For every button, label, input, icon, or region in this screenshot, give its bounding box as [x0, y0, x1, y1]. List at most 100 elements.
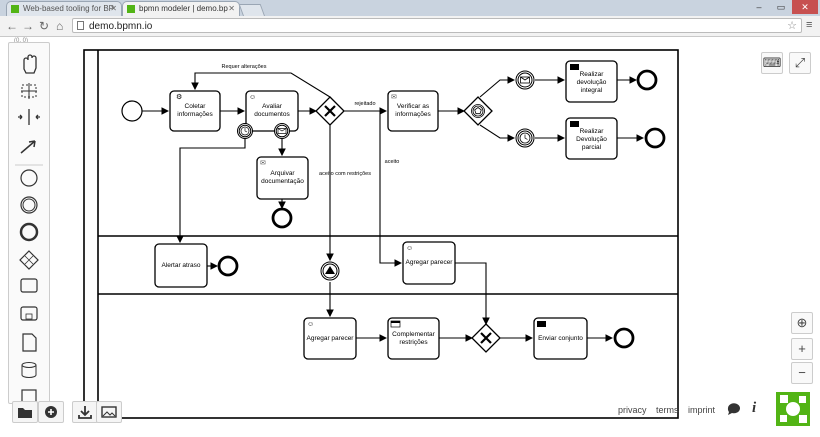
export-image-button[interactable]	[96, 401, 122, 423]
browser-tab-1-title: Web-based tooling for BP	[23, 4, 115, 13]
folder-icon	[18, 408, 32, 418]
task-avaliar-documentos[interactable]: ☺	[245, 90, 299, 132]
keyboard-icon[interactable]: ⌨	[761, 52, 783, 74]
gateway-icon[interactable]	[19, 250, 39, 270]
data-object-icon[interactable]	[22, 333, 37, 352]
lasso-tool-icon[interactable]	[21, 83, 37, 99]
info-icon[interactable]: i	[752, 400, 757, 416]
pentagon-icon	[474, 107, 482, 115]
data-store-icon[interactable]	[21, 362, 37, 378]
task-label: Realizar Devolução parcial	[576, 128, 607, 151]
imprint-link[interactable]: imprint	[688, 405, 716, 415]
send-message-icon	[570, 64, 579, 70]
browser-tab-1[interactable]: Web-based tooling for BP ✕	[6, 1, 122, 16]
close-icon[interactable]: ✕	[228, 4, 235, 13]
start-event-icon[interactable]	[20, 169, 38, 187]
x-icon	[324, 105, 336, 117]
task-agregar-parecer-lane3[interactable]: ☺	[303, 317, 357, 360]
crosshair-icon[interactable]: ⊕	[791, 312, 813, 334]
minimize-icon[interactable]: –	[756, 2, 762, 12]
task-label: Arquivar documentação	[261, 170, 304, 185]
intermediate-event-icon[interactable]	[20, 196, 38, 214]
end-event-icon[interactable]	[19, 222, 39, 242]
palette-tools	[15, 54, 43, 403]
global-connect-icon[interactable]	[20, 140, 36, 154]
task-complementar-restricoes[interactable]	[387, 317, 440, 360]
flow-label-aceito: aceito	[385, 159, 400, 165]
flow-requer-alteracoes[interactable]	[191, 72, 331, 98]
event-based-gateway[interactable]	[463, 96, 493, 126]
task-coletar-informacoes[interactable]: ⚙	[169, 90, 221, 132]
flow-label-requer-alteracoes: Requer alterações	[222, 64, 267, 70]
task-verificar-informacoes[interactable]: ✉	[387, 90, 439, 132]
user-icon: ☺	[307, 321, 314, 328]
signal-intermediate-event[interactable]	[320, 261, 340, 281]
page-icon	[77, 21, 84, 30]
home-icon[interactable]: ⌂	[56, 19, 64, 33]
zoom-in-icon[interactable]: +	[791, 338, 813, 360]
chat-icon[interactable]	[726, 402, 742, 418]
task-realizar-devolucao-integral[interactable]	[565, 60, 618, 103]
flow-label-line: Requer alterações	[222, 64, 267, 70]
download-icon	[78, 406, 92, 419]
bookmark-star-icon[interactable]: ☆	[787, 20, 797, 32]
back-arrow-icon[interactable]: ←	[6, 19, 18, 33]
forward-arrow-icon[interactable]: →	[22, 19, 34, 33]
browser-tab-2[interactable]: bpmn modeler | demo.bp ✕	[122, 1, 240, 16]
task-icon[interactable]	[20, 278, 38, 293]
boundary-timer-event[interactable]	[237, 123, 253, 139]
download-diagram-button[interactable]	[72, 401, 98, 423]
task-alertar-atraso[interactable]	[154, 243, 208, 288]
browser-menu-icon[interactable]: ≡	[806, 19, 813, 31]
terms-link[interactable]: terms	[656, 405, 679, 415]
message-catch-event[interactable]	[515, 70, 535, 90]
space-tool-icon[interactable]	[18, 109, 40, 125]
end-event[interactable]	[613, 327, 635, 349]
pool[interactable]	[83, 49, 679, 419]
task-label: Alertar atraso	[161, 261, 201, 269]
flow-label-aceito-com-restricoes: aceito com restrições	[319, 171, 371, 177]
reload-icon[interactable]: ↻	[39, 19, 50, 33]
image-icon	[101, 406, 117, 418]
task-label: Coletar informações	[177, 103, 213, 118]
fullscreen-icon[interactable]: ⤢	[789, 52, 811, 74]
task-realizar-devolucao-parcial[interactable]	[565, 117, 618, 160]
boundary-message-event[interactable]	[274, 123, 290, 139]
new-diagram-button[interactable]	[38, 401, 64, 423]
task-enviar-conjunto[interactable]	[533, 317, 588, 360]
task-label: Realizar devolução integral	[576, 71, 607, 94]
task-arquivar-documentacao[interactable]: ✉	[256, 156, 309, 200]
flow-aceito[interactable]	[344, 110, 403, 267]
x-icon	[480, 332, 492, 344]
send-message-icon	[570, 121, 579, 127]
hand-tool-icon[interactable]	[23, 54, 37, 74]
flow[interactable]	[479, 124, 516, 142]
flow[interactable]	[479, 76, 516, 98]
end-event[interactable]	[271, 207, 293, 229]
end-event[interactable]	[217, 255, 239, 277]
url-text: demo.bpmn.io	[89, 21, 153, 32]
url-input[interactable]: demo.bpmn.io ☆	[72, 18, 802, 33]
open-file-button[interactable]	[12, 401, 38, 423]
browser-tab-2-title: bpmn modeler | demo.bp	[139, 4, 228, 13]
close-icon[interactable]: ✕	[110, 4, 117, 13]
window-close-icon[interactable]: ✕	[792, 0, 818, 14]
end-event[interactable]	[644, 127, 666, 149]
exclusive-gateway[interactable]	[315, 96, 345, 126]
zoom-out-icon[interactable]: −	[791, 362, 813, 384]
start-event[interactable]	[121, 100, 143, 122]
task-agregar-parecer-lane2[interactable]: ☺	[402, 241, 456, 285]
flow[interactable]	[176, 139, 246, 244]
timer-catch-event[interactable]	[515, 128, 535, 148]
flow-label-rejeitado: rejeitado	[354, 101, 375, 107]
maximize-icon[interactable]: ▭	[776, 2, 786, 12]
bpmnio-logo-icon[interactable]	[776, 392, 810, 426]
flow[interactable]	[455, 262, 490, 326]
exclusive-gateway[interactable]	[471, 323, 501, 353]
privacy-link[interactable]: privacy	[618, 405, 647, 415]
end-event[interactable]	[636, 69, 658, 91]
user-icon: ☺	[406, 245, 413, 252]
subprocess-icon[interactable]	[20, 306, 38, 321]
task-label: Enviar conjunto	[538, 334, 583, 342]
